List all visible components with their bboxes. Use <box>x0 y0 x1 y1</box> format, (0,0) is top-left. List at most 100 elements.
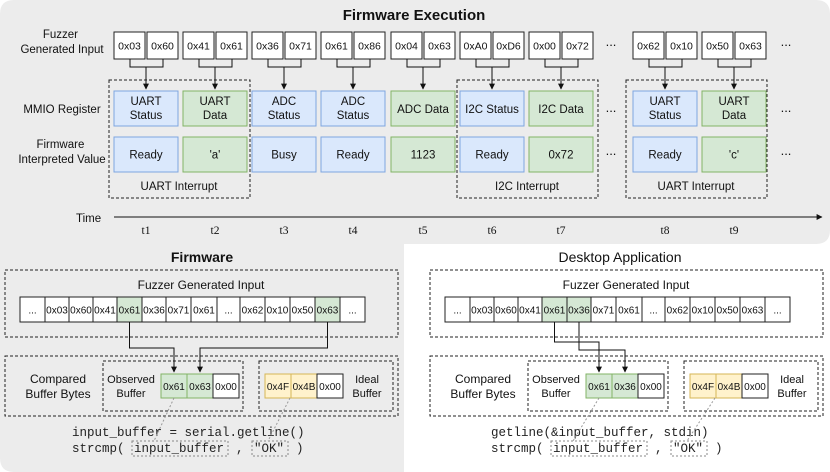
input-cell <box>764 296 791 323</box>
time-tick-label: t9 <box>730 225 739 237</box>
interpreted-value-box <box>251 136 317 173</box>
input-byte-box <box>353 31 386 60</box>
input-byte-value: 0x03 <box>118 41 141 53</box>
input-byte-value: 0x63 <box>428 41 451 53</box>
fuzzer-input-title: Fuzzer Generated Input <box>563 278 690 292</box>
input-byte-box <box>284 31 317 60</box>
observed-byte-value: 0x61 <box>163 382 185 393</box>
interpreted-value-box <box>182 136 248 173</box>
input-cell-value: 0x61 <box>618 306 640 317</box>
input-cell-value: ... <box>453 306 461 317</box>
observed-buffer-frame <box>527 360 669 412</box>
mmio-register-box <box>459 90 525 127</box>
code-comma: , <box>655 442 663 456</box>
input-cell-value: 0x50 <box>292 306 314 317</box>
observed-byte-box <box>186 373 214 399</box>
time-axis-label: Time <box>76 213 101 225</box>
input-cell-value: 0x60 <box>70 306 92 317</box>
input-byte-value: 0x63 <box>739 41 762 53</box>
input-byte-box <box>459 31 492 60</box>
ellipsis-value-end: ... <box>781 143 792 158</box>
group-label-uart-2: UART Interrupt <box>658 181 736 193</box>
fuzzer-input-label: Fuzzer Generated Input <box>20 29 104 56</box>
input-byte-box <box>734 31 767 60</box>
interpreted-value: 1123 <box>411 150 436 162</box>
ideal-byte-box <box>689 373 717 399</box>
code-line-2-prefix: strcmp( <box>491 442 544 456</box>
input-cell-value: 0x62 <box>242 306 264 317</box>
input-cell-value: 0x71 <box>593 306 615 317</box>
mmio-register-box <box>320 90 386 127</box>
byte-flow-arrow <box>554 322 602 373</box>
input-to-register-arrow <box>198 59 233 89</box>
input-cell-value: 0x50 <box>717 306 739 317</box>
input-cell <box>541 296 568 323</box>
input-cell-value: 0x61 <box>193 306 215 317</box>
observed-byte-value: 0x63 <box>189 382 211 393</box>
input-to-register-arrow <box>717 59 752 89</box>
input-cell <box>264 296 291 323</box>
input-byte-box <box>251 31 284 60</box>
time-tick-label: t1 <box>142 225 151 237</box>
mmio-register-box <box>632 90 698 127</box>
compared-buffer-frame <box>429 355 824 417</box>
ellipsis-value: ... <box>606 143 617 158</box>
code-arg-highlight <box>670 440 708 457</box>
observed-byte-box <box>637 373 665 399</box>
group-label-uart-1: UART Interrupt <box>141 181 219 193</box>
input-cell-value: 0x10 <box>692 306 714 317</box>
input-byte-value: 0x62 <box>637 41 660 53</box>
input-to-register-arrow <box>267 59 302 89</box>
input-cell-value: ... <box>348 306 356 317</box>
ideal-byte-value: 0x4F <box>692 382 714 393</box>
ideal-byte-value: 0x4B <box>718 382 741 393</box>
uart-interrupt-group-1 <box>108 79 251 199</box>
firmware-execution-title: Firmware Execution <box>343 7 486 24</box>
observed-byte-box <box>585 373 613 399</box>
mmio-register-box <box>701 90 767 127</box>
interpreted-value-box <box>320 136 386 173</box>
observed-buffer-frame <box>102 360 244 412</box>
fuzzer-input-frame <box>429 269 824 338</box>
code-arg-highlight <box>131 440 229 457</box>
observed-byte-value: 0x36 <box>614 382 636 393</box>
input-byte-value: 0xD6 <box>496 41 521 53</box>
input-cell-value: 0x03 <box>46 306 68 317</box>
ideal-byte-box <box>264 373 292 399</box>
input-cell-value: 0x63 <box>317 306 339 317</box>
ideal-byte-value: 0x4B <box>293 382 316 393</box>
input-to-register-arrow <box>406 59 441 89</box>
compared-buffer-frame <box>4 355 399 417</box>
firmware-section-title: Firmware <box>171 249 233 265</box>
input-byte-value: 0x50 <box>706 41 729 53</box>
observed-byte-value: 0x00 <box>215 382 237 393</box>
time-tick-label: t3 <box>280 225 289 237</box>
input-byte-value: 0x61 <box>325 41 348 53</box>
buffer-to-code-link <box>572 397 600 442</box>
input-cell-value: 0x10 <box>267 306 289 317</box>
mmio-register-box <box>528 90 594 127</box>
input-cell <box>92 296 118 323</box>
ellipsis-input-end: ... <box>781 34 792 49</box>
input-cell <box>339 296 366 323</box>
input-cell <box>469 296 495 323</box>
interpreted-value-box <box>113 136 179 173</box>
input-byte-value: 0x36 <box>256 41 279 53</box>
input-cell-value: 0x63 <box>742 306 764 317</box>
input-byte-value: 0x61 <box>220 41 243 53</box>
input-cell <box>714 296 741 323</box>
code-arg-ok: "OK" <box>254 442 284 456</box>
group-label-i2c: I2C Interrupt <box>495 181 560 193</box>
input-to-register-arrow <box>544 59 579 89</box>
interpreted-value-label: Firmware Interpreted Value <box>18 139 105 166</box>
